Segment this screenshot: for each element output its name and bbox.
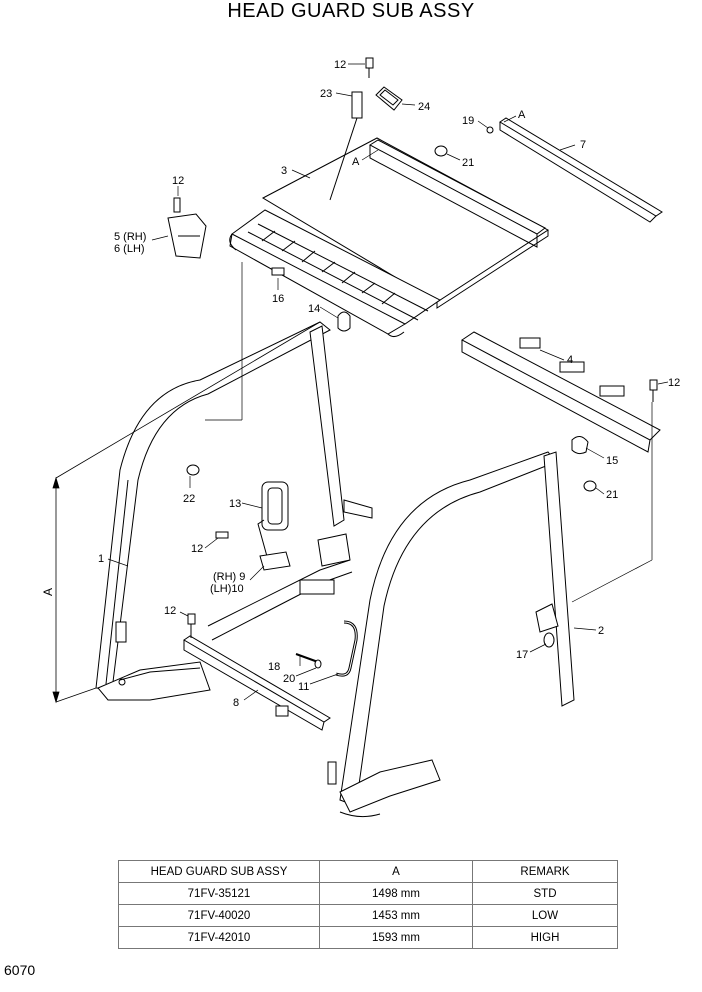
callout-20: 20 bbox=[283, 673, 295, 685]
table-row: 71FV-35121 1498 mm STD bbox=[118, 882, 618, 905]
callout-labels: 12 23 24 19 A 7 21 A 3 12 5 (RH) 6 (LH) … bbox=[41, 59, 680, 709]
callout-1: 1 bbox=[98, 553, 104, 565]
cross-member bbox=[183, 635, 331, 731]
cell-assy: 71FV-42010 bbox=[118, 926, 320, 949]
plug-17 bbox=[543, 632, 555, 648]
callout-7: 7 bbox=[580, 139, 586, 151]
callout-23: 23 bbox=[320, 88, 332, 100]
callout-13: 13 bbox=[229, 498, 241, 510]
mirror-bracket-lower bbox=[259, 551, 291, 571]
header-assy: HEAD GUARD SUB ASSY bbox=[118, 860, 320, 883]
bolt-19 bbox=[486, 126, 494, 134]
header-remark: REMARK bbox=[472, 860, 618, 883]
cell-remark: LOW bbox=[472, 904, 618, 927]
cell-assy: 71FV-35121 bbox=[118, 882, 320, 905]
rear-rail bbox=[499, 117, 663, 223]
cell-a: 1498 mm bbox=[319, 882, 473, 905]
callout-6-lh: 6 (LH) bbox=[114, 243, 145, 255]
leader-lines bbox=[107, 63, 669, 701]
callout-9-rh: (RH) 9 bbox=[213, 571, 245, 583]
bolt-midleft bbox=[215, 531, 229, 539]
callout-5-rh: 5 (RH) bbox=[114, 231, 146, 243]
callout-18: 18 bbox=[268, 661, 280, 673]
cell-a: 1593 mm bbox=[319, 926, 473, 949]
callout-21a: 21 bbox=[462, 157, 474, 169]
bolt-right bbox=[649, 379, 658, 402]
cell-assy: 71FV-40020 bbox=[118, 904, 320, 927]
callout-12c: 12 bbox=[668, 377, 680, 389]
cell-remark: HIGH bbox=[472, 926, 618, 949]
side-bracket bbox=[167, 197, 207, 259]
page-title: HEAD GUARD SUB ASSY bbox=[227, 0, 475, 22]
bolt-16 bbox=[271, 267, 285, 276]
page-number: 6070 bbox=[4, 962, 36, 978]
left-frame bbox=[95, 321, 345, 701]
callout-12e: 12 bbox=[164, 605, 176, 617]
mark-a-rail: A bbox=[518, 109, 526, 121]
exploded-parts-diagram: 12 23 24 19 A 7 21 A 3 12 5 (RH) 6 (LH) … bbox=[41, 57, 680, 818]
side-mirror bbox=[257, 481, 289, 561]
grommet-22 bbox=[186, 464, 200, 476]
table-row: 71FV-42010 1593 mm HIGH bbox=[118, 926, 618, 949]
bolt-lowerleft bbox=[187, 613, 196, 638]
callout-21b: 21 bbox=[606, 489, 618, 501]
header-a: A bbox=[319, 860, 473, 883]
mark-a-roof: A bbox=[352, 156, 360, 168]
right-frame bbox=[327, 451, 575, 818]
mirror-bracket bbox=[329, 91, 363, 201]
cell-remark: STD bbox=[472, 882, 618, 905]
side-rail-right bbox=[461, 331, 661, 453]
bolt-top bbox=[365, 57, 374, 78]
callout-24: 24 bbox=[418, 101, 430, 113]
callout-14: 14 bbox=[308, 303, 320, 315]
lower-cross-arms bbox=[207, 559, 353, 641]
callout-3: 3 bbox=[281, 165, 287, 177]
callout-19: 19 bbox=[462, 115, 474, 127]
callout-16: 16 bbox=[272, 293, 284, 305]
table-row: 71FV-40020 1453 mm LOW bbox=[118, 904, 618, 927]
callout-12a: 12 bbox=[334, 59, 346, 71]
callout-11: 11 bbox=[298, 681, 309, 693]
pillar-bracket bbox=[317, 499, 373, 567]
callout-12b: 12 bbox=[172, 175, 184, 187]
callout-2: 2 bbox=[598, 625, 604, 637]
knob-14 bbox=[337, 311, 351, 332]
callout-4: 4 bbox=[567, 354, 573, 366]
bolt-18 bbox=[295, 653, 319, 663]
cell-a: 1453 mm bbox=[319, 904, 473, 927]
roof-panel bbox=[229, 137, 549, 338]
dimension-a-label: A bbox=[41, 588, 55, 596]
callout-8: 8 bbox=[233, 697, 239, 709]
grommet-21b bbox=[583, 480, 597, 492]
callout-15: 15 bbox=[606, 455, 618, 467]
table-header-row: HEAD GUARD SUB ASSY A REMARK bbox=[118, 860, 618, 883]
rear-mirror bbox=[375, 86, 403, 111]
callout-12d: 12 bbox=[191, 543, 203, 555]
callout-10-lh: (LH)10 bbox=[210, 583, 244, 595]
grab-handle bbox=[335, 620, 358, 677]
callout-22: 22 bbox=[183, 493, 195, 505]
variant-table: HEAD GUARD SUB ASSY A REMARK 71FV-35121 … bbox=[118, 860, 618, 949]
dimension-a bbox=[52, 321, 321, 704]
clip-15 bbox=[571, 436, 589, 455]
callout-17: 17 bbox=[516, 649, 528, 661]
washer-20 bbox=[314, 659, 322, 669]
grommet-21a bbox=[434, 145, 448, 157]
